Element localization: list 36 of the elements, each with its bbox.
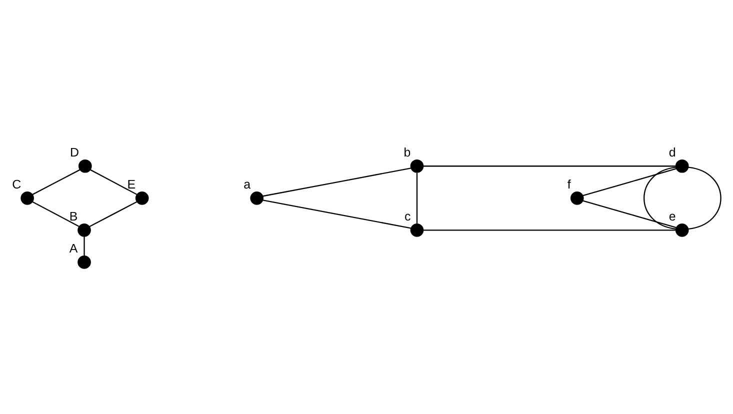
- connector: [32, 168, 80, 195]
- node-label: b: [404, 145, 411, 160]
- connector: [84, 236, 85, 256]
- node-circle: [675, 158, 689, 172]
- node-label: d: [668, 145, 676, 160]
- connector: [582, 200, 676, 228]
- node-circle: [135, 190, 149, 204]
- node-label: B: [69, 209, 78, 224]
- node-label: C: [12, 177, 22, 192]
- connector: [644, 166, 676, 230]
- node-circle: [78, 158, 92, 172]
- node-circle: [250, 190, 264, 204]
- node-label: c: [404, 209, 411, 224]
- connector: [416, 172, 418, 224]
- node-circle: [78, 223, 91, 236]
- connector: [90, 168, 137, 194]
- connector: [423, 229, 676, 230]
- connector: [89, 200, 138, 227]
- node-circle: [410, 223, 424, 236]
- connector: [262, 167, 412, 196]
- node-label: A: [69, 241, 78, 256]
- node-circle: [675, 223, 689, 236]
- connector: [582, 168, 676, 196]
- node-circle: [570, 190, 584, 204]
- connector: [688, 166, 722, 230]
- connector: [32, 200, 80, 226]
- connector: [262, 199, 412, 228]
- node-label: D: [70, 145, 79, 160]
- node-label: f: [567, 177, 571, 192]
- node-label: e: [668, 209, 676, 224]
- node-circle: [20, 190, 34, 204]
- node-circle: [410, 158, 424, 172]
- node-label: E: [127, 177, 136, 192]
- node-label: a: [244, 177, 251, 192]
- connector: [423, 165, 676, 166]
- node-circle: [78, 255, 91, 268]
